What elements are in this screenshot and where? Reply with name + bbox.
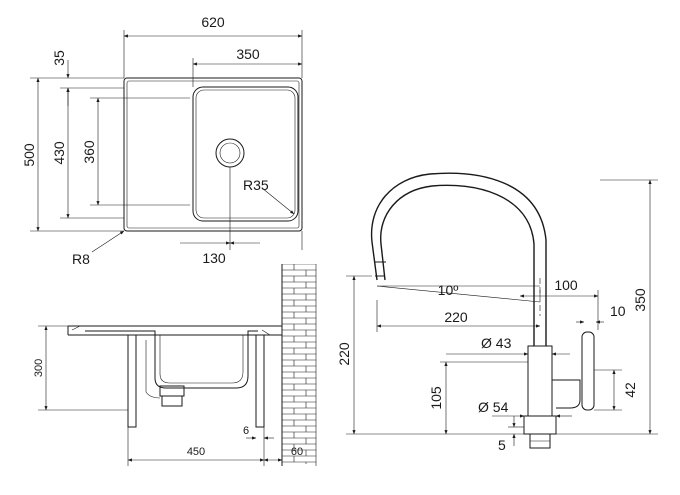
dim-front-rim: 35 [51, 50, 67, 66]
dim-cabinet-width: 450 [187, 446, 205, 458]
dim-total-height: 350 [632, 288, 648, 312]
cabinet-wall-right [255, 334, 265, 428]
dim-bowl-width: 350 [236, 46, 260, 62]
sink-bowl [192, 86, 299, 222]
dim-section-height: 300 [33, 359, 45, 377]
dim-wall-offset: 60 [291, 446, 303, 458]
faucet-base [523, 415, 557, 435]
sink-profile [85, 330, 258, 389]
dim-depth-inner: 430 [51, 141, 67, 165]
dim-spout-reach-top: 100 [554, 277, 578, 293]
faucet-body [527, 345, 553, 417]
sink-top-view: 620 350 35 500 430 360 R35 R8 [21, 14, 303, 267]
dim-bowl-depth: 360 [81, 140, 97, 164]
faucet-lever [581, 331, 595, 411]
dim-spout-reach: 220 [444, 309, 468, 325]
sink-outline [123, 77, 303, 232]
drain-inner [219, 142, 241, 164]
faucet-view: 10º 100 220 10 Ø 43 220 105 Ø 54 [336, 172, 658, 453]
dim-base-thickness: 5 [498, 437, 506, 453]
label-swivel-angle: 10º [438, 282, 459, 298]
label-radius-bowl: R35 [243, 177, 269, 193]
label-radius-outer: R8 [72, 251, 90, 267]
dim-width-total: 620 [201, 14, 225, 30]
cabinet-wall-left [127, 334, 137, 428]
dim-depth-total: 500 [21, 143, 37, 167]
sink-section-view: 300 450 6 60 [33, 264, 317, 466]
dim-drain-offset: 130 [202, 250, 226, 266]
dim-gap: 6 [243, 425, 249, 437]
dim-spout-height: 220 [336, 342, 352, 366]
dim-lever-height: 42 [622, 382, 638, 398]
sink-bowl-inner [195, 89, 296, 219]
sink-inner-rim [126, 80, 300, 229]
faucet-spout [370, 172, 547, 346]
dim-body-diameter: Ø 43 [481, 335, 512, 351]
dim-base-height: 105 [428, 386, 444, 410]
dim-base-diameter: Ø 54 [478, 399, 509, 415]
brick-wall [282, 264, 316, 464]
countertop [67, 325, 282, 336]
dim-lever-width: 10 [610, 303, 626, 319]
